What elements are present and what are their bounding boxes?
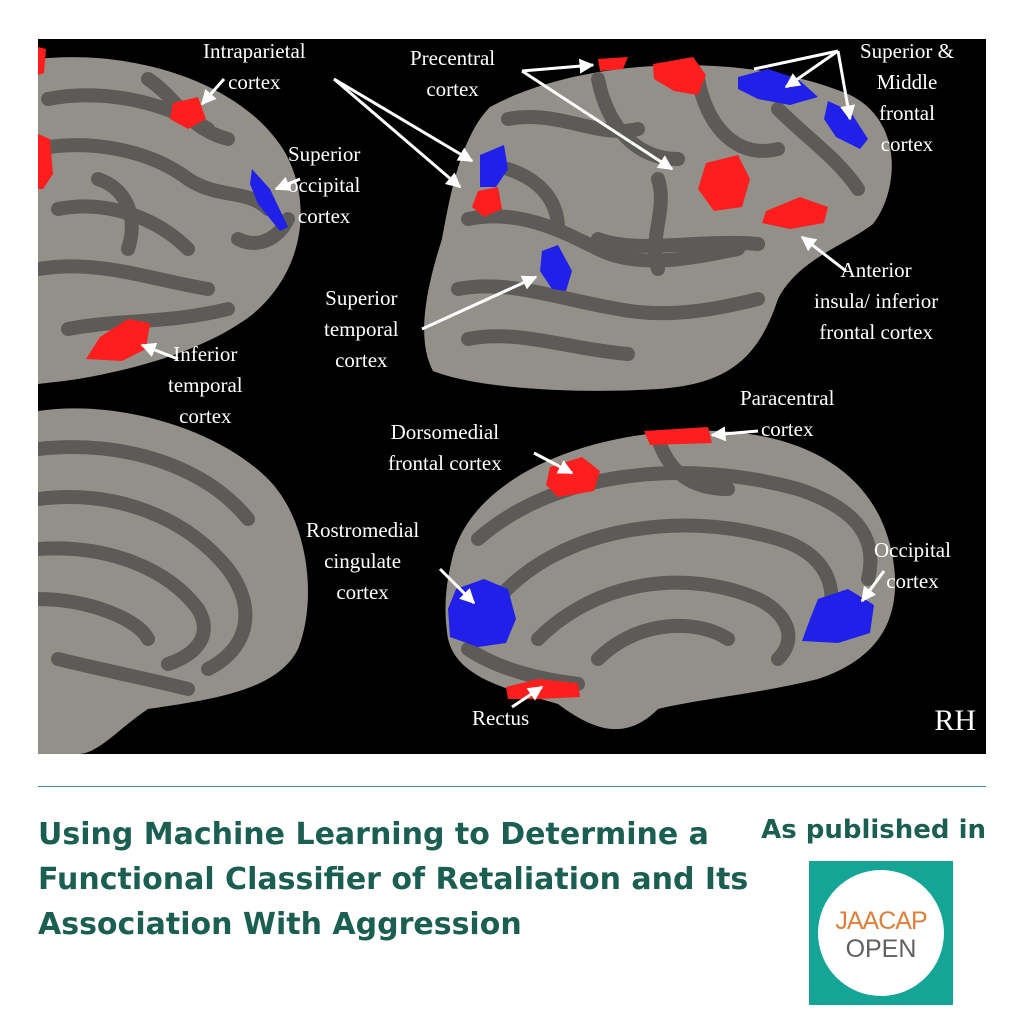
activation-paracentral [644, 427, 712, 445]
activation-middle-frontal [824, 101, 868, 149]
logo-text-jaacap: JAACAP [835, 907, 927, 935]
label-rostromedial-cingulate-cortex: Rostromedial cingulate cortex [306, 518, 420, 604]
activation-precentral-mid [653, 57, 706, 95]
label-paracentral-cortex: Paracentral cortex [740, 386, 835, 441]
label-occipital-cortex: Occipital cortex [874, 538, 951, 593]
activation-superior-frontal [738, 69, 818, 105]
activation-precentral-large [698, 155, 750, 211]
label-dorsomedial-frontal-cortex: Dorsomedial frontal cortex [388, 420, 502, 475]
brain-figure: Intraparietal cortex Precentral cortex S… [38, 39, 986, 754]
activation-anterior-insula [762, 197, 828, 229]
label-superior-middle-frontal-cortex: Superior & Middle frontal cortex [860, 39, 954, 156]
label-superior-temporal-cortex: Superior temporal cortex [324, 286, 399, 372]
activation-intraparietal-red [472, 187, 502, 217]
label-precentral-cortex: Precentral cortex [410, 46, 496, 101]
activation-inferior-temporal [86, 319, 150, 361]
label-anterior-insula-inferior-frontal-cortex: Anterior insula/ inferior frontal cortex [814, 258, 939, 344]
label-intraparietal-cortex: Intraparietal cortex [203, 39, 306, 94]
activation-superior-temporal [540, 245, 572, 291]
brain-surfaces [38, 47, 896, 754]
activation-precentral-top [598, 57, 628, 71]
label-rectus: Rectus [472, 706, 530, 730]
activation-intraparietal [170, 97, 206, 129]
label-superior-occipital-cortex: Superior occipital cortex [288, 142, 361, 228]
jaacap-open-logo: JAACAP OPEN [809, 861, 953, 1005]
activation-intraparietal-blue [480, 145, 508, 187]
brain-bottom-right [445, 427, 896, 730]
logo-circle [818, 870, 944, 996]
hemisphere-label: RH [934, 704, 976, 737]
logo-text-open: OPEN [845, 935, 917, 963]
brain-top-left [38, 47, 301, 384]
published-in-label: As published in [761, 815, 986, 845]
brain-bottom-left [38, 408, 308, 754]
activation-occipital [802, 589, 874, 643]
article-title: Using Machine Learning to Determine a Fu… [38, 817, 749, 942]
annotation-arrows [140, 49, 886, 709]
label-inferior-temporal-cortex: Inferior temporal cortex [168, 342, 243, 428]
section-divider [38, 786, 986, 787]
brain-top-right [424, 57, 892, 391]
activation-left-edge [38, 134, 53, 189]
activation-superior-occipital [250, 169, 288, 231]
